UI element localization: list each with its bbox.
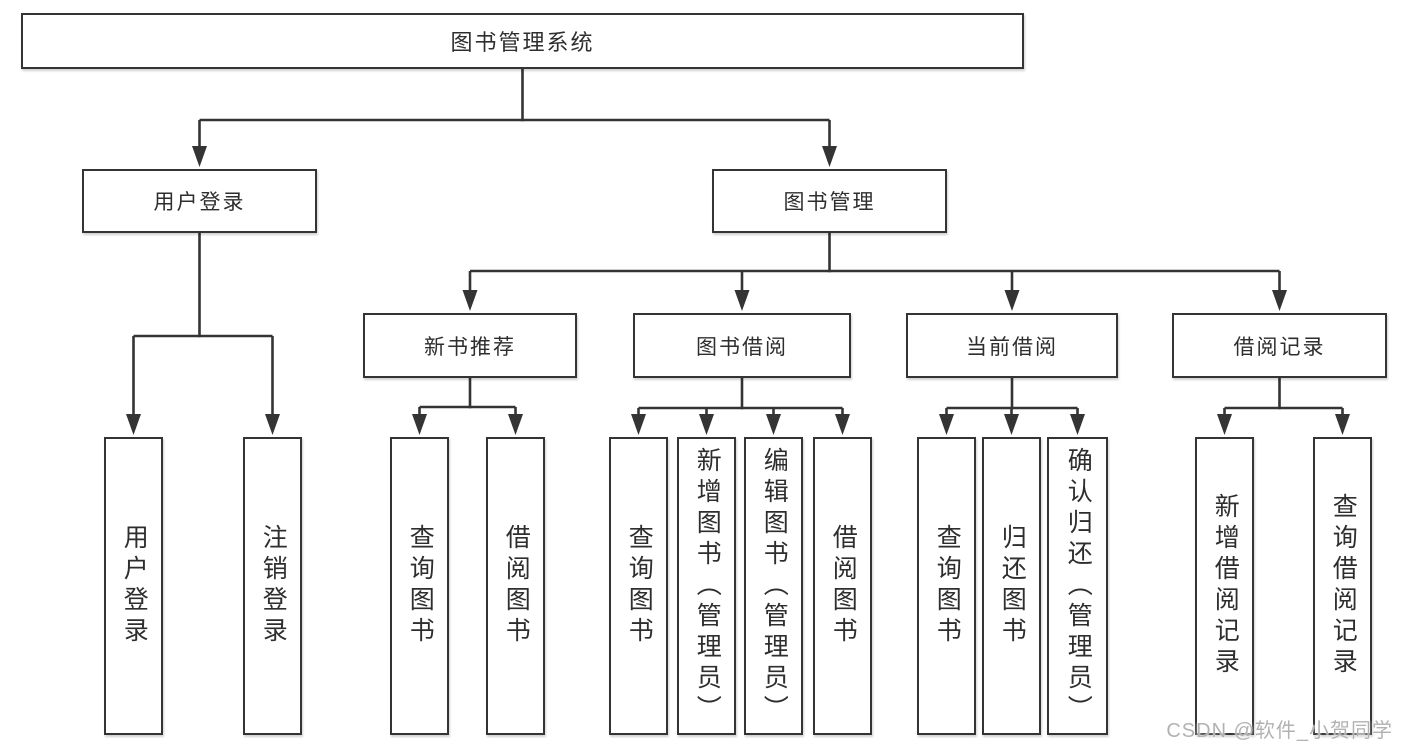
arrowhead <box>822 146 837 167</box>
arrowhead <box>462 290 478 311</box>
leaf-label: 查询借阅记录 <box>1329 493 1358 679</box>
leaf-query-books-recommend: 查询图书 <box>390 437 449 735</box>
arrowhead <box>1272 290 1287 311</box>
csdn-watermark: CSDN @软件_小贺同学 <box>1166 720 1393 742</box>
node-label: 当前借阅 <box>966 335 1058 359</box>
node-user-login: 用户登录 <box>82 169 317 233</box>
leaf-label: 注销登录 <box>259 524 288 648</box>
leaf-confirm-return-admin: 确认归还（管理员） <box>1047 437 1108 735</box>
arrowhead <box>734 290 750 311</box>
leaf-label: 新增借阅记录 <box>1211 493 1240 679</box>
node-label: 图书借阅 <box>696 335 788 359</box>
arrowhead <box>1004 290 1020 311</box>
arrowhead <box>766 414 781 435</box>
arrowhead <box>1070 414 1085 435</box>
leaf-add-book-admin: 新增图书（管理员） <box>677 437 736 735</box>
leaf-query-books-current: 查询图书 <box>917 437 976 735</box>
node-book-borrowing: 图书借阅 <box>633 313 851 378</box>
arrowhead <box>126 414 141 435</box>
leaf-label: 查询图书 <box>933 524 962 648</box>
leaf-query-borrow-record: 查询借阅记录 <box>1313 437 1372 735</box>
arrowhead <box>1217 414 1232 435</box>
node-library-management-system: 图书管理系统 <box>21 13 1024 69</box>
leaf-label: 借阅图书 <box>502 524 531 648</box>
leaf-label: 借阅图书 <box>829 524 858 648</box>
arrowhead <box>508 414 523 435</box>
arrowhead <box>1335 414 1350 435</box>
leaf-logout: 注销登录 <box>243 437 302 735</box>
arrowhead <box>939 414 954 435</box>
leaf-edit-book-admin: 编辑图书（管理员） <box>744 437 803 735</box>
leaf-return-book: 归还图书 <box>982 437 1041 735</box>
leaf-query-books-borrow: 查询图书 <box>609 437 668 735</box>
arrowhead <box>1004 414 1019 435</box>
arrowhead <box>835 414 850 435</box>
node-label: 用户登录 <box>153 191 246 214</box>
node-book-management: 图书管理 <box>712 169 947 233</box>
arrowhead <box>631 414 646 435</box>
node-label: 图书管理系统 <box>450 30 595 55</box>
leaf-borrow-books-borrow: 借阅图书 <box>813 437 872 735</box>
node-label: 新书推荐 <box>424 335 516 359</box>
leaf-label: 新增图书（管理员） <box>693 446 722 726</box>
leaf-borrow-books-recommend: 借阅图书 <box>486 437 545 735</box>
node-label: 图书管理 <box>783 191 876 214</box>
node-label: 借阅记录 <box>1233 335 1326 359</box>
leaf-label: 归还图书 <box>998 524 1027 648</box>
leaf-user-login: 用户登录 <box>104 437 163 735</box>
node-current-borrowing: 当前借阅 <box>906 313 1118 378</box>
leaf-add-borrow-record: 新增借阅记录 <box>1195 437 1254 735</box>
node-borrowing-records: 借阅记录 <box>1172 313 1387 378</box>
leaf-label: 确认归还（管理员） <box>1064 446 1093 726</box>
leaf-label: 查询图书 <box>406 524 435 648</box>
leaf-label: 用户登录 <box>120 524 149 648</box>
leaf-label: 编辑图书（管理员） <box>760 446 789 726</box>
arrowhead <box>265 414 280 435</box>
leaf-label: 查询图书 <box>625 524 654 648</box>
arrowhead <box>192 146 207 167</box>
node-new-book-recommendation: 新书推荐 <box>363 313 577 378</box>
arrowhead <box>412 414 427 435</box>
arrowhead <box>699 414 714 435</box>
